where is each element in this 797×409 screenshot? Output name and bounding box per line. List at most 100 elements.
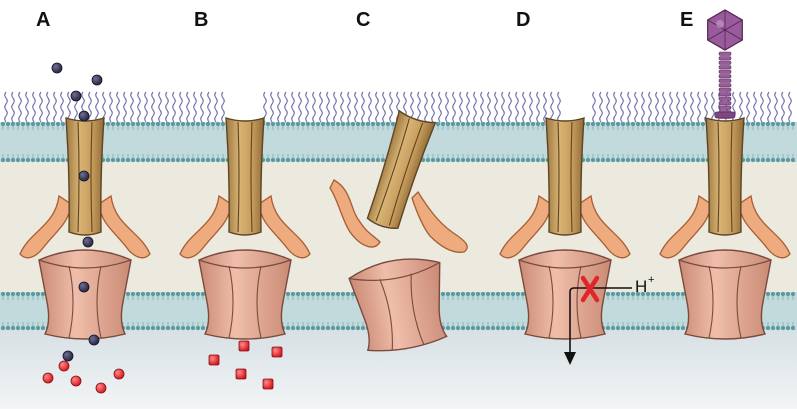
lipid-head — [666, 122, 670, 126]
lipid-head — [511, 326, 515, 330]
lipid-head — [661, 122, 665, 126]
lipid-head — [496, 292, 500, 296]
lipid-head — [451, 326, 455, 330]
lipid-head — [771, 326, 775, 330]
lipid-head — [486, 122, 490, 126]
lipid-head — [506, 158, 510, 162]
lipid-head — [311, 158, 315, 162]
lipid-head — [166, 326, 170, 330]
lipid-head — [786, 292, 790, 296]
lipid-head — [691, 122, 695, 126]
lipid-head — [6, 122, 10, 126]
lipid-head — [186, 158, 190, 162]
lipid-head — [306, 292, 310, 296]
lipid-head — [31, 292, 35, 296]
lipid-head — [441, 292, 445, 296]
lipid-head — [686, 158, 690, 162]
lipid-head — [361, 326, 365, 330]
lipid-head — [6, 326, 10, 330]
lipid-head — [521, 292, 525, 296]
lipid-head — [336, 158, 340, 162]
lipid-head — [321, 158, 325, 162]
lipid-head — [331, 292, 335, 296]
lipid-head — [191, 158, 195, 162]
proton-label: H — [635, 277, 647, 296]
lipid-head — [786, 158, 790, 162]
lipid-head — [791, 158, 795, 162]
lipid-head — [746, 158, 750, 162]
lipid-head — [781, 292, 785, 296]
lipid-head — [296, 326, 300, 330]
lipid-head — [296, 292, 300, 296]
lipid-head — [746, 122, 750, 126]
lipid-head — [26, 292, 30, 296]
lipid-head — [511, 122, 515, 126]
lipid-head — [211, 122, 215, 126]
lipid-head — [316, 326, 320, 330]
lipid-head — [291, 326, 295, 330]
lipid-head — [171, 326, 175, 330]
lipid-head — [481, 122, 485, 126]
lipid-head — [671, 122, 675, 126]
lipid-head — [681, 326, 685, 330]
lipid-head — [46, 158, 50, 162]
lipid-head — [686, 122, 690, 126]
lipid-head — [681, 158, 685, 162]
lipid-head — [696, 122, 700, 126]
lipid-head — [171, 292, 175, 296]
lipid-head — [491, 122, 495, 126]
effector-square — [236, 369, 246, 379]
lipid-head — [51, 158, 55, 162]
phage-tail-ring — [719, 97, 731, 100]
lipid-head — [356, 326, 360, 330]
lipid-head — [471, 158, 475, 162]
lipid-head — [621, 158, 625, 162]
lipid-head — [11, 326, 15, 330]
lipid-head — [656, 326, 660, 330]
lipid-head — [366, 122, 370, 126]
lipid-head — [651, 292, 655, 296]
lipid-head — [21, 122, 25, 126]
lipid-head — [481, 326, 485, 330]
lipid-head — [671, 292, 675, 296]
lipid-head — [501, 326, 505, 330]
lipid-head — [331, 326, 335, 330]
lipid-head — [326, 158, 330, 162]
lipid-head — [491, 158, 495, 162]
lipid-head — [666, 292, 670, 296]
lipid-head — [526, 122, 530, 126]
lipid-head — [466, 122, 470, 126]
lipid-head — [651, 158, 655, 162]
lipid-head — [381, 122, 385, 126]
lipid-head — [346, 326, 350, 330]
lipid-head — [211, 158, 215, 162]
dna-bead — [89, 335, 99, 345]
lipid-head — [781, 326, 785, 330]
lipid-head — [176, 158, 180, 162]
lipid-head — [761, 158, 765, 162]
lipid-head — [56, 122, 60, 126]
lipid-head — [126, 122, 130, 126]
lipid-head — [611, 326, 615, 330]
lipid-head — [611, 292, 615, 296]
lipid-head — [161, 292, 165, 296]
lipid-head — [371, 158, 375, 162]
lipid-head — [316, 292, 320, 296]
lipid-head — [461, 326, 465, 330]
panel-label-d: D — [516, 9, 530, 31]
lipid-head — [26, 158, 30, 162]
lipid-head — [201, 292, 205, 296]
lipid-head — [521, 122, 525, 126]
lipid-head — [21, 292, 25, 296]
lipid-head — [61, 122, 65, 126]
lipid-head — [216, 122, 220, 126]
lipid-head — [591, 158, 595, 162]
lipid-head — [41, 326, 45, 330]
lipid-head — [541, 122, 545, 126]
lipid-head — [141, 292, 145, 296]
lipid-head — [11, 292, 15, 296]
lipid-head — [476, 122, 480, 126]
lipid-head — [131, 158, 135, 162]
lipid-head — [196, 158, 200, 162]
